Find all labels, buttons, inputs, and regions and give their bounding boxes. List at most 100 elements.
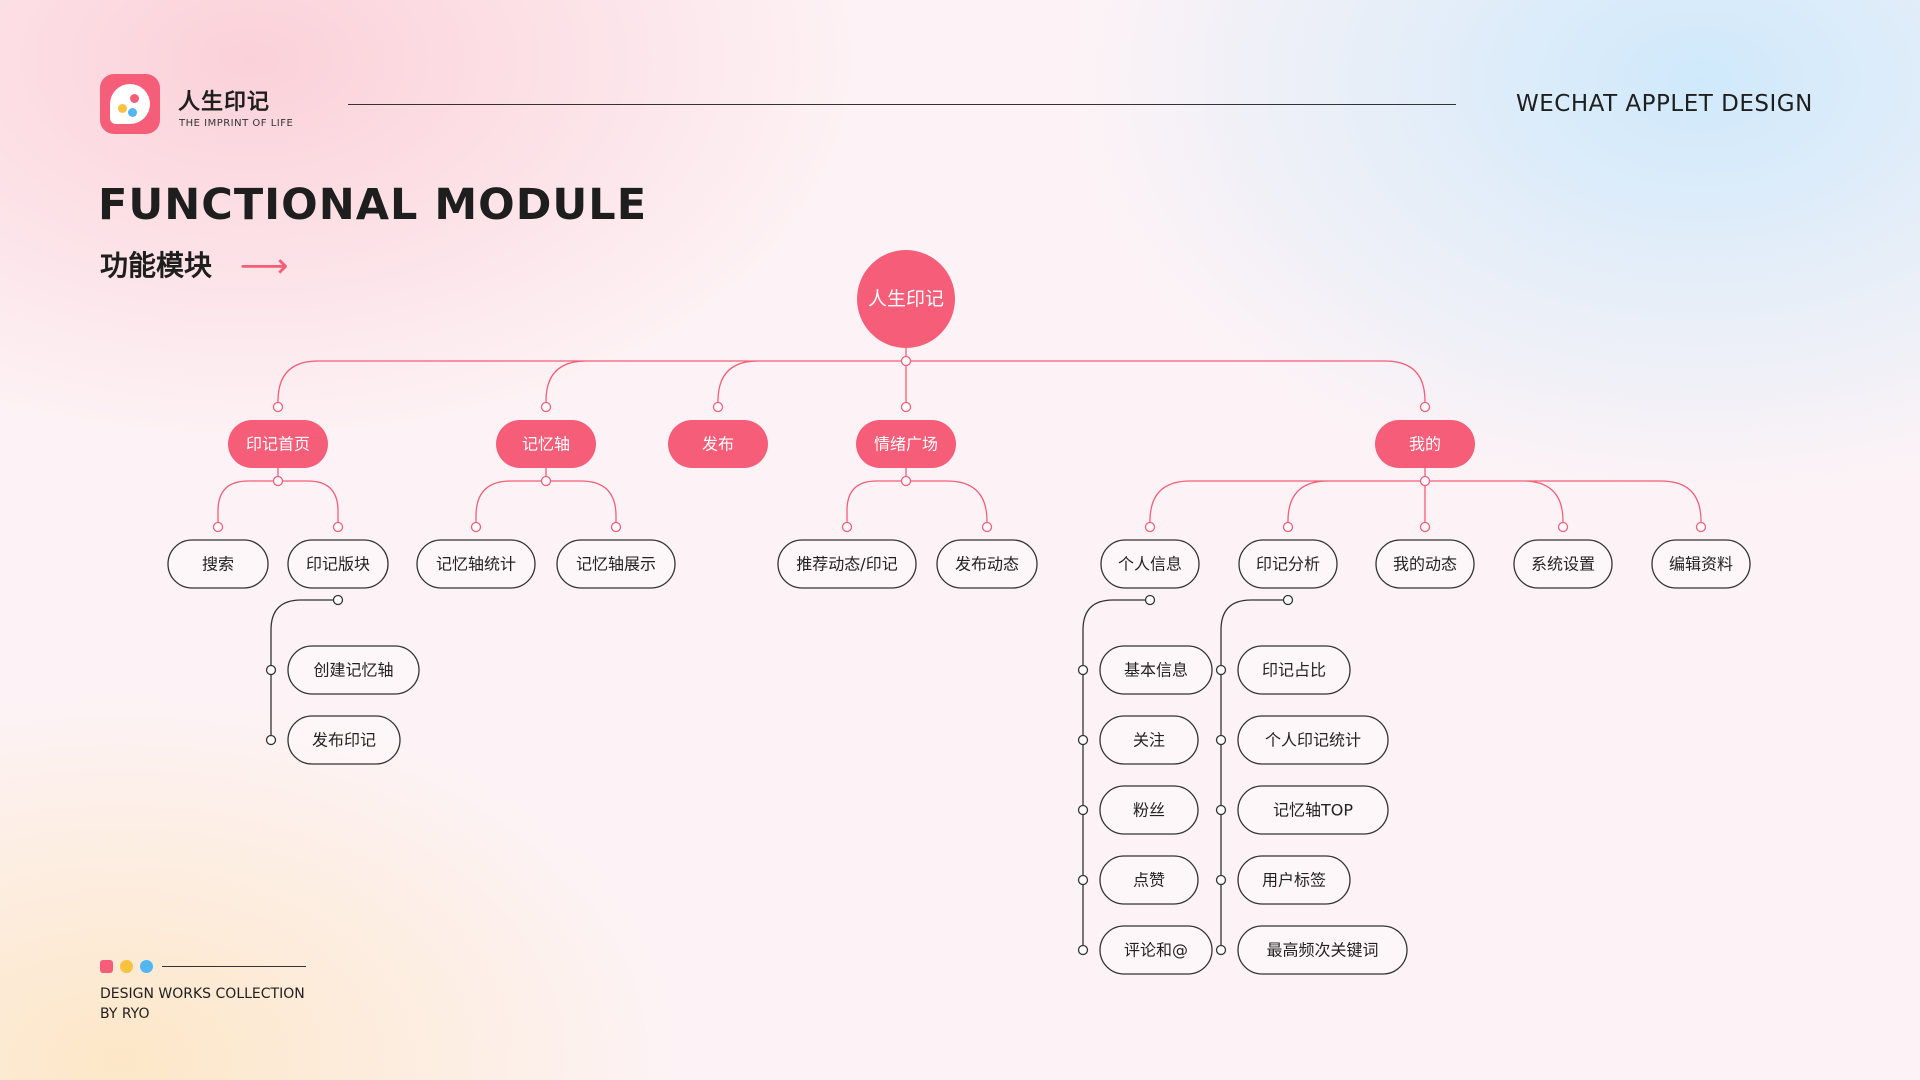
sub-feature-node-label: 关注 (1133, 731, 1165, 750)
sub-feature-node (1099, 855, 1199, 905)
section-title-cn: 功能模块 ⟶ (100, 244, 289, 286)
circle-blue-icon (140, 960, 153, 973)
footer-line-1: DESIGN WORKS COLLECTION (100, 986, 305, 1002)
sub-feature-node-label: 点赞 (1133, 871, 1165, 890)
app-logo (100, 74, 160, 134)
sub-feature-node (1099, 925, 1213, 975)
connector-dot (1215, 664, 1227, 676)
square-red-icon (100, 960, 113, 973)
connector-dot (332, 594, 344, 606)
yellow-dot (118, 104, 127, 113)
connector-line (270, 599, 338, 740)
red-dot (130, 94, 139, 103)
connector-dot (900, 401, 912, 413)
feature-node-label: 记忆轴统计 (436, 555, 516, 574)
feature-node (936, 539, 1038, 589)
connector-dot (272, 475, 284, 487)
connector-dot (1077, 734, 1089, 746)
feature-node-label: 编辑资料 (1669, 555, 1733, 574)
sub-feature-node (1099, 715, 1199, 765)
connector-dot (540, 475, 552, 487)
module-node-label: 发布 (702, 435, 734, 454)
feature-node (167, 539, 269, 589)
connector-dot (712, 401, 724, 413)
module-node (496, 420, 596, 468)
footer-divider (162, 966, 306, 967)
connector-dot (470, 521, 482, 533)
connector-line (846, 480, 988, 527)
feature-node (1375, 539, 1475, 589)
connector-dot (1077, 944, 1089, 956)
blue-dot (128, 108, 137, 117)
feature-node-label: 我的动态 (1393, 555, 1457, 574)
feature-node-label: 搜索 (202, 555, 234, 574)
feature-node-label: 印记版块 (306, 555, 370, 574)
sub-feature-node-label: 印记占比 (1262, 661, 1326, 680)
feature-node-label: 记忆轴展示 (576, 555, 656, 574)
connector-dot (265, 734, 277, 746)
connector-line (1082, 599, 1150, 950)
sub-feature-node (287, 715, 401, 765)
connector-dot (332, 521, 344, 533)
connector-dot (212, 521, 224, 533)
feature-node (556, 539, 676, 589)
connector-dot (540, 401, 552, 413)
feature-node (1238, 539, 1338, 589)
footer-credit: DESIGN WORKS COLLECTION BY RYO (100, 984, 305, 1024)
footer-line-2: BY RYO (100, 1006, 150, 1022)
feature-node (777, 539, 917, 589)
module-node-label: 印记首页 (246, 435, 310, 454)
connector-line (277, 360, 1426, 407)
connector-line (475, 480, 617, 527)
connector-line (217, 480, 339, 527)
sub-feature-node-label: 用户标签 (1262, 871, 1326, 890)
connector-dot (900, 355, 912, 367)
module-node (856, 420, 956, 468)
feature-node-label: 发布动态 (955, 555, 1019, 574)
connector-line (1220, 599, 1288, 950)
section-title-cn-text: 功能模块 (100, 249, 213, 282)
connector-dot (1419, 401, 1431, 413)
module-node-label: 我的 (1409, 435, 1441, 454)
chat-bubble-icon (110, 84, 150, 124)
sub-feature-node (1237, 925, 1408, 975)
module-node (668, 420, 768, 468)
sub-feature-node (1237, 645, 1351, 695)
connector-dot (272, 401, 284, 413)
feature-node (1100, 539, 1200, 589)
header-divider (348, 104, 1456, 105)
module-node (1375, 420, 1475, 468)
sub-feature-node-label: 记忆轴TOP (1273, 801, 1353, 820)
connector-dot (900, 475, 912, 487)
sub-feature-node-label: 粉丝 (1133, 801, 1165, 820)
module-node-label: 情绪广场 (874, 435, 938, 454)
feature-node-label: 印记分析 (1256, 555, 1320, 574)
connector-dot (1557, 521, 1569, 533)
connector-dot (1282, 521, 1294, 533)
sub-feature-node-label: 评论和@ (1124, 941, 1188, 960)
connector-dot (1077, 874, 1089, 886)
connector-line (1149, 480, 1702, 527)
connector-dot (1215, 734, 1227, 746)
connector-dot (1077, 804, 1089, 816)
connector-dot (1144, 594, 1156, 606)
sub-feature-node (1237, 715, 1389, 765)
section-title-en: FUNCTIONAL MODULE (98, 180, 648, 230)
connector-dot (841, 521, 853, 533)
feature-node-label: 个人信息 (1118, 555, 1182, 574)
root-node-label: 人生印记 (868, 288, 944, 310)
sub-feature-node-label: 创建记忆轴 (313, 661, 393, 680)
connector-dot (610, 521, 622, 533)
sub-feature-node-label: 基本信息 (1124, 661, 1188, 680)
sub-feature-node (1237, 855, 1351, 905)
brand-subtitle: THE IMPRINT OF LIFE (179, 118, 294, 129)
sub-feature-node (1237, 785, 1389, 835)
sub-feature-node (1099, 645, 1213, 695)
feature-node-label: 系统设置 (1531, 555, 1595, 574)
sub-feature-node-label: 个人印记统计 (1265, 731, 1361, 750)
feature-node (1651, 539, 1751, 589)
brand-title: 人生印记 (178, 90, 271, 115)
root-node (857, 250, 955, 348)
sub-feature-node (1099, 785, 1199, 835)
